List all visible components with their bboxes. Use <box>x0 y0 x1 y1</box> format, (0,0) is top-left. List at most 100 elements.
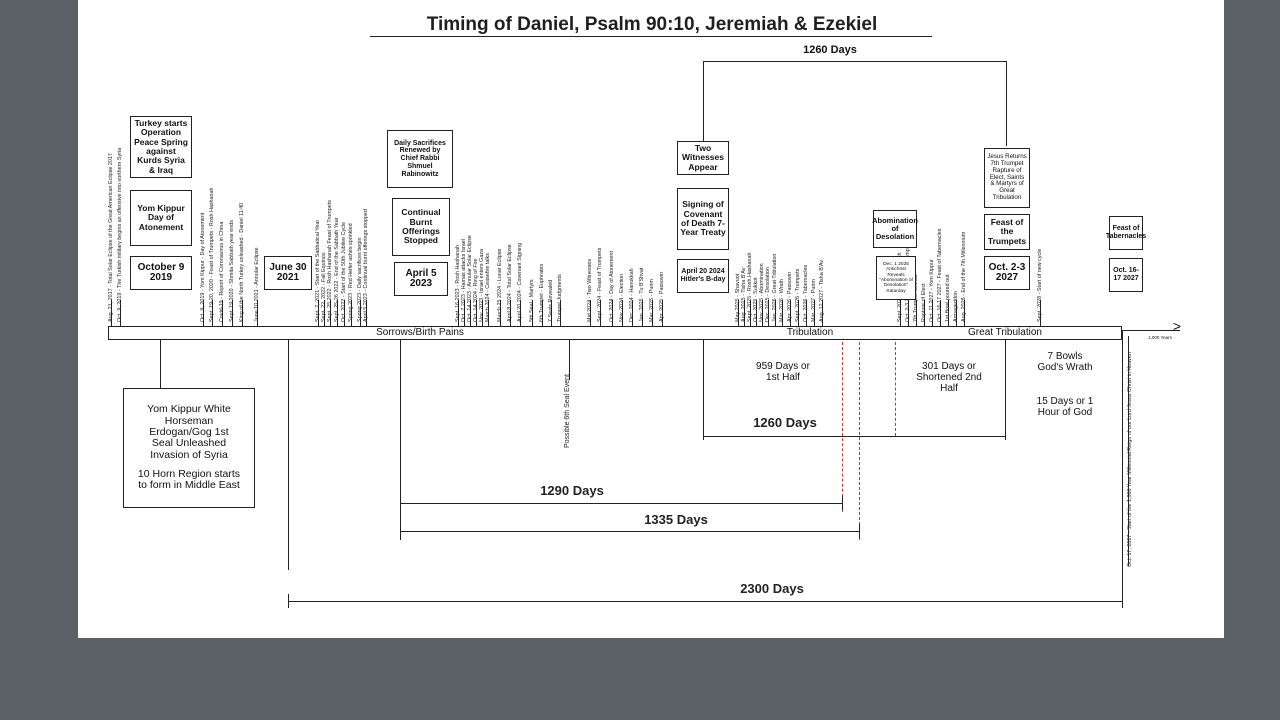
antichrist-reveal-box: Dec. 1 2025 Antichrist Reveals "Abominat… <box>876 256 916 300</box>
event-tick <box>916 300 917 326</box>
event-tick <box>822 300 823 326</box>
segment-tribulation: Tribulation <box>786 327 834 338</box>
event-tick <box>203 300 204 326</box>
arrowhead-icon: > <box>1172 318 1182 334</box>
fifteen-days-note: 15 Days or 1 Hour of God <box>1036 396 1094 419</box>
oct-2019-box: October 9 2019 <box>130 256 192 290</box>
connector-2024 <box>703 340 704 440</box>
event-tick <box>782 300 783 326</box>
span-2300-start <box>288 594 289 608</box>
white-horseman-text: Yom Kippur White Horseman Erdogan/Gog 1s… <box>147 403 231 461</box>
span-1290-label: 1290 Days <box>540 483 604 498</box>
event-tick <box>744 300 745 326</box>
span-1335-end <box>859 524 860 538</box>
event-tick <box>1040 300 1041 326</box>
ten-horn-text: 10 Horn Region starts to form in Middle … <box>137 467 241 492</box>
diagram-title: Timing of Daniel, Psalm 90:10, Jeremiah … <box>426 14 878 35</box>
event-tick <box>257 300 258 326</box>
event-tick <box>351 300 352 326</box>
event-tick <box>806 300 807 326</box>
span-1335-bar <box>400 531 859 532</box>
event-tick <box>232 300 233 326</box>
event-tick <box>756 300 757 326</box>
event-tick <box>738 300 739 326</box>
event-tick <box>330 300 331 326</box>
event-tick <box>590 300 591 326</box>
event-tick <box>476 300 477 326</box>
event-tick <box>470 300 471 326</box>
span-1335-label: 1335 Days <box>644 512 708 527</box>
connector-end <box>1122 330 1123 605</box>
event-tick <box>500 300 501 326</box>
event-tick <box>798 300 799 326</box>
span-1260-bar <box>703 436 1005 437</box>
connector-end-inner <box>1128 336 1129 566</box>
span-2300-end <box>1122 594 1123 608</box>
event-label: Aug. 21, 2017 - Total Solar Eclipse of t… <box>108 153 114 322</box>
event-tick <box>612 300 613 326</box>
event-tick <box>337 300 338 326</box>
oct-2027b-box: Oct. 16-17 2027 <box>1109 258 1143 292</box>
red-dashed-line-1 <box>842 342 843 512</box>
event-tick <box>520 300 521 326</box>
abomination-box: Abomination of Desolation <box>872 210 918 248</box>
event-tick <box>600 300 601 326</box>
event-tick <box>762 300 763 326</box>
first-half-note: 959 Days or 1st Half <box>756 361 810 384</box>
event-tick <box>532 300 533 326</box>
event-label: Oct. 9, 2019 - The Turkish military begi… <box>117 147 123 322</box>
event-tick <box>488 300 489 326</box>
connector-2021 <box>288 340 289 570</box>
end-label: 1,000 Years <box>1148 335 1172 340</box>
segment-great-tribulation: Great Tribulation <box>968 327 1042 338</box>
event-tick <box>908 300 909 326</box>
two-witnesses-box: Two Witnesses Appear <box>677 141 729 175</box>
span-1335-start <box>400 524 401 538</box>
event-tick <box>360 300 361 326</box>
event-tick <box>775 300 776 326</box>
span-1260-label: 1260 Days <box>753 415 817 430</box>
event-tick <box>551 300 552 326</box>
yom-kippur-box: Yom Kippur Day of Atonement <box>130 190 192 246</box>
top-span-bar <box>703 61 1006 62</box>
span-1290-bar <box>400 503 842 504</box>
event-tick <box>111 300 112 326</box>
event-tick <box>652 300 653 326</box>
event-tick <box>768 300 769 326</box>
event-tick <box>482 300 483 326</box>
segment-sorrows: Sorrows/Birth Pains <box>376 327 464 338</box>
sixth-seal-label: Possible 6th Seal Event <box>564 374 571 448</box>
event-tick <box>318 300 319 326</box>
daily-sacrifices-box: Daily Sacrifices Renewed by Chief Rabbi … <box>387 130 453 188</box>
event-tick <box>222 300 223 326</box>
feast-of-trumpets-box: Feast of the Trumpets <box>984 214 1030 250</box>
top-span-label: 1260 Days <box>803 44 857 56</box>
apr-2023-box: April 5 2023 <box>394 262 448 296</box>
apr-2024-box: April 20 2024 Hitler's B-day <box>677 259 729 293</box>
jesus-returns-box: Jesus Returns 7th Trumpet Rapture of Ele… <box>984 148 1030 208</box>
event-tick <box>948 300 949 326</box>
june-2021-box: June 30 2021 <box>264 256 312 290</box>
continual-burnt-offerings-box: Continual Burnt Offerings Stopped <box>392 198 450 256</box>
connector-sixth-seal <box>569 340 570 380</box>
title-underline <box>370 36 932 37</box>
signing-covenant-box: Signing of Covenant of Death 7-Year Trea… <box>677 188 729 250</box>
event-tick <box>940 300 941 326</box>
connector-2027 <box>1005 340 1006 440</box>
millennial-reign-label: Oct. 17, 2027 - Start of the 1,000 Year … <box>1127 352 1133 567</box>
event-tick <box>814 300 815 326</box>
event-tick <box>750 300 751 326</box>
event-tick <box>642 300 643 326</box>
event-tick <box>464 300 465 326</box>
red-dashed-line-3 <box>895 342 896 436</box>
event-tick <box>212 300 213 326</box>
event-tick <box>622 300 623 326</box>
event-tick <box>932 300 933 326</box>
connector-2019 <box>160 340 161 388</box>
second-half-note: 301 Days or Shortened 2nd Half <box>916 361 982 395</box>
event-tick <box>120 300 121 326</box>
timeline-extension <box>1122 330 1180 331</box>
red-dashed-line-2 <box>859 342 860 540</box>
span-2300-bar <box>288 601 1122 602</box>
